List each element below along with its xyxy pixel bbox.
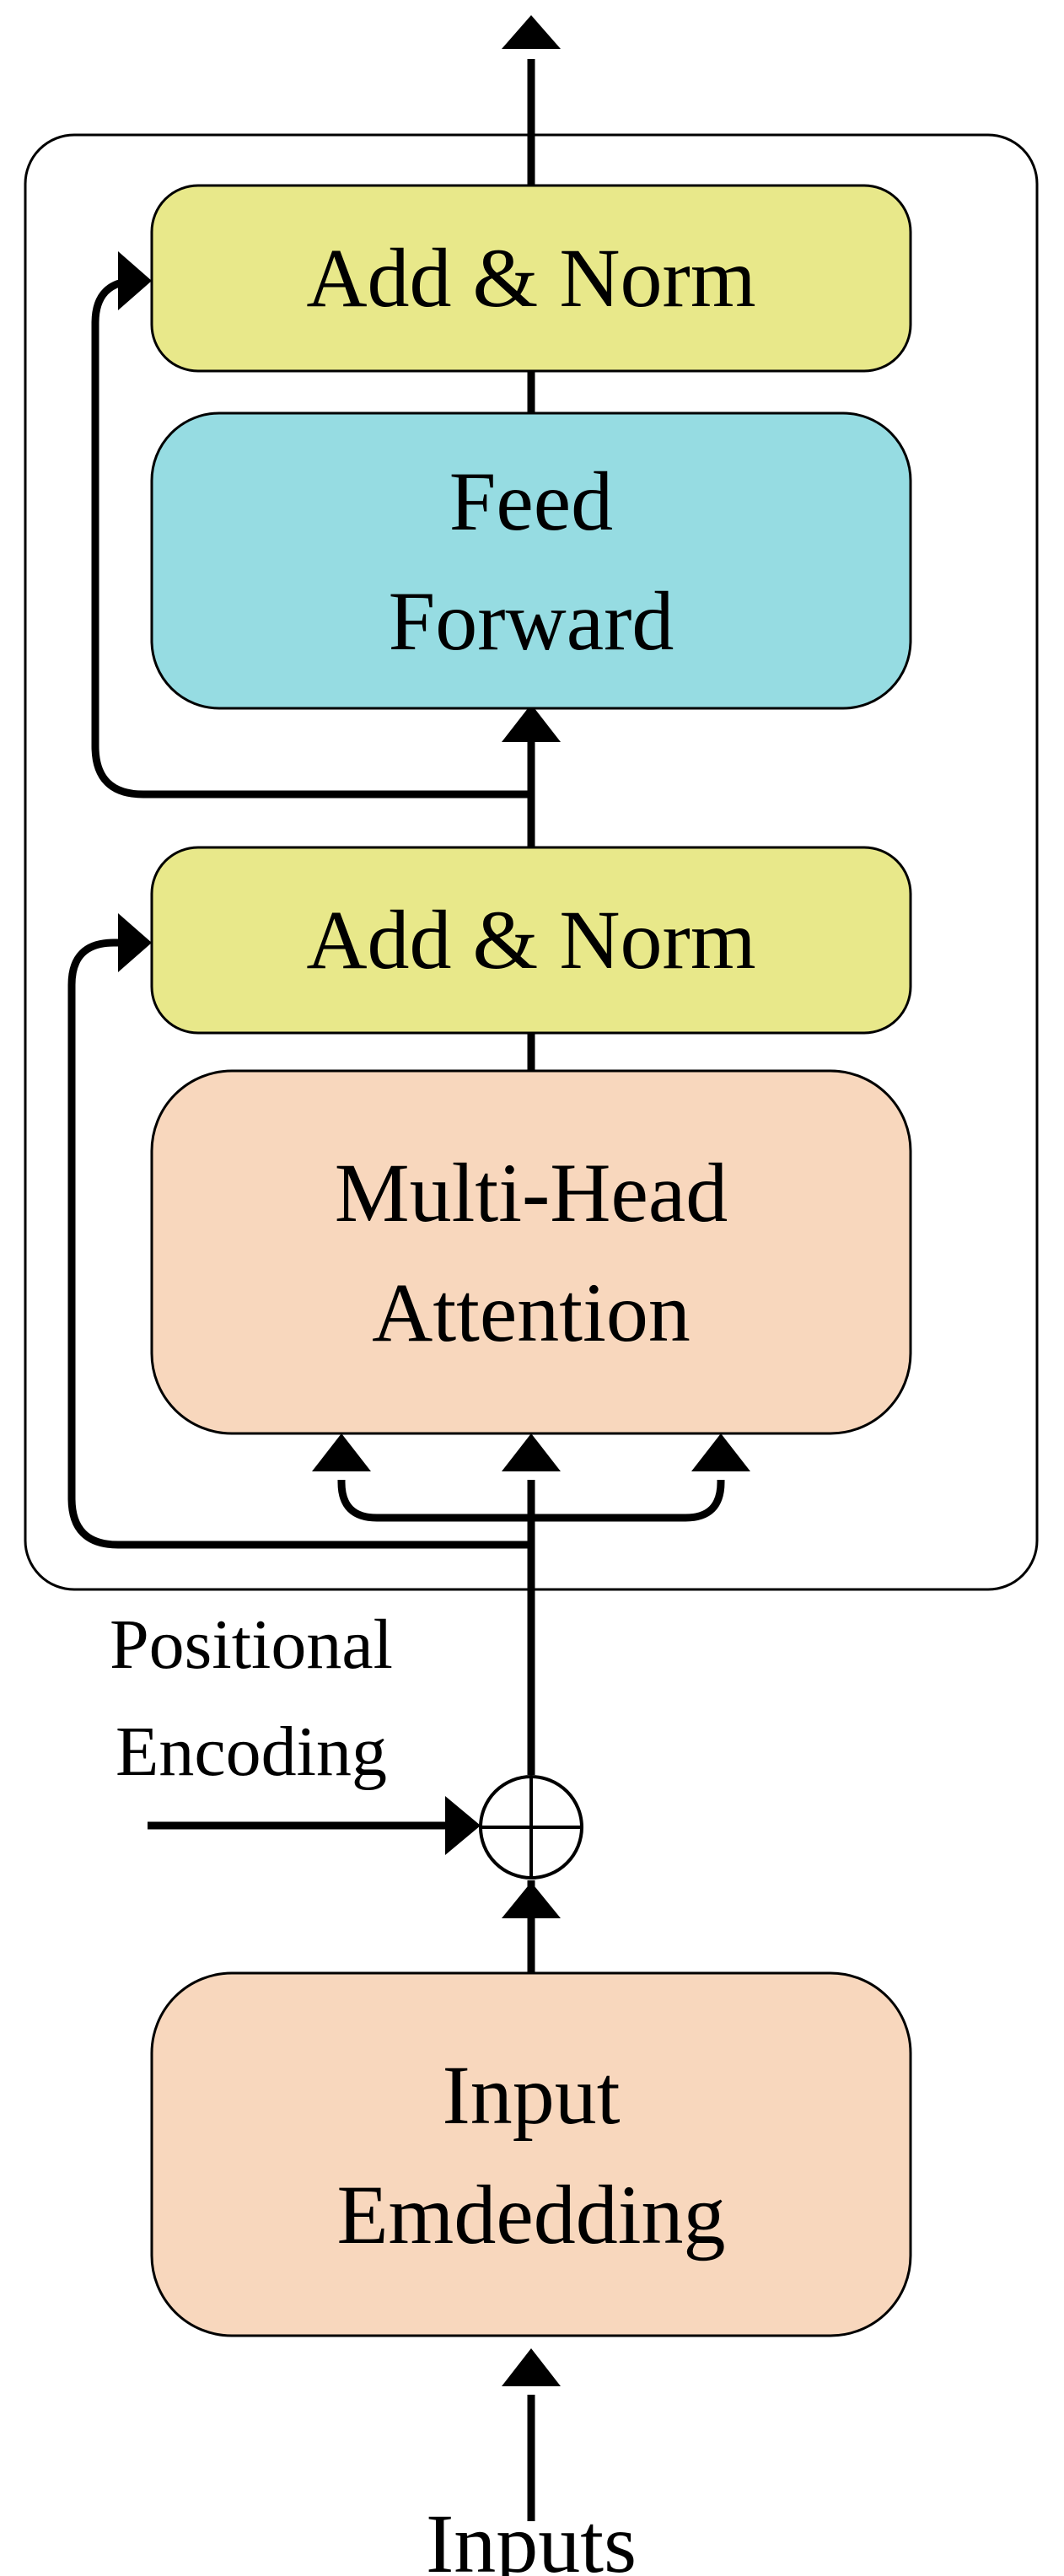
input-embedding-block: Input Emdedding xyxy=(150,1971,912,2337)
add-norm-top-box xyxy=(150,184,912,373)
inputs-arrowhead xyxy=(502,2348,561,2386)
attention-split-lines xyxy=(337,1478,725,1522)
attention-q-arrowhead xyxy=(312,1433,371,1471)
residual-1-arrowhead xyxy=(118,913,152,972)
input-embedding-label-line2: Emdedding xyxy=(336,2168,725,2261)
feed-forward-label-line1: Feed xyxy=(449,454,613,548)
attention-k-arrowhead xyxy=(502,1433,561,1471)
residual-connection-1 xyxy=(67,938,531,1549)
input-embedding-label-line1: Input xyxy=(442,2048,620,2142)
add-norm-top-label: Add & Norm xyxy=(306,231,755,325)
add-norm-bottom-block: Add & Norm xyxy=(150,846,912,1035)
sum-output-arrowhead xyxy=(502,1882,561,1918)
multi-head-attention-label-line1: Multi-Head xyxy=(335,1146,728,1240)
output-arrowhead xyxy=(502,15,561,49)
multi-head-attention-block: Multi-Head Attention xyxy=(150,1069,912,1435)
feed-forward-box xyxy=(150,411,912,710)
positional-encoding-arrowhead xyxy=(445,1796,481,1855)
multi-head-attention-label-line2: Attention xyxy=(372,1266,691,1359)
add-norm-top-block: Add & Norm xyxy=(150,184,912,373)
feed-forward-block: Feed Forward xyxy=(150,411,912,710)
positional-encoding-label-line2: Encoding xyxy=(116,1713,387,1791)
feed-forward-label-line2: Forward xyxy=(389,574,674,668)
attention-v-arrowhead xyxy=(691,1433,750,1471)
positional-encoding-label-line1: Positional xyxy=(110,1605,393,1684)
ff-input-arrowhead xyxy=(502,704,561,742)
residual-2-arrowhead xyxy=(118,251,152,310)
inputs-label: Inputs xyxy=(426,2497,637,2576)
add-norm-bottom-box xyxy=(150,846,912,1035)
add-norm-bottom-label: Add & Norm xyxy=(306,893,755,987)
positional-sum-node xyxy=(479,1775,583,1880)
multi-head-attention-box xyxy=(150,1069,912,1435)
input-embedding-box xyxy=(150,1971,912,2337)
